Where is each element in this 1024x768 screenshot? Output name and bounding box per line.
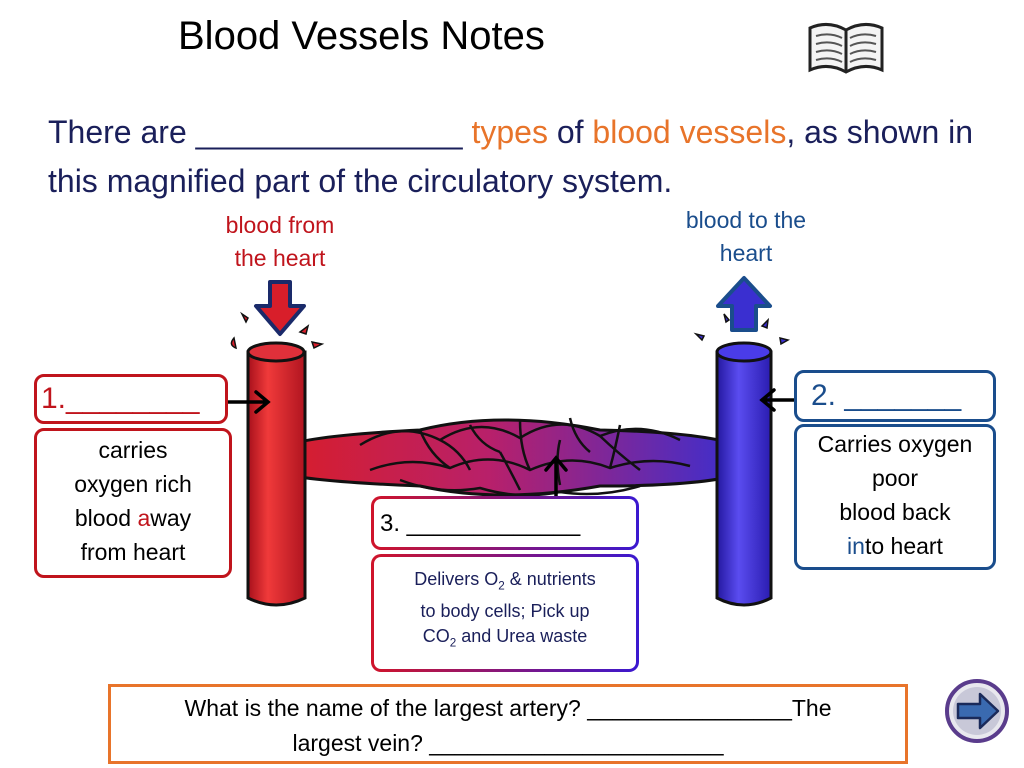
box3-number: 3. _____________	[371, 496, 639, 550]
pointer-arrows	[226, 388, 802, 498]
to-heart-line2: heart	[719, 240, 773, 266]
down-arrow-icon	[254, 280, 306, 336]
pointer-to-artery	[226, 390, 271, 414]
box3-line3a: CO	[422, 625, 450, 646]
box3-line1a: Delivers O	[414, 569, 499, 589]
capillary-bed	[280, 418, 744, 497]
box3-line1sub: 2	[498, 579, 505, 593]
next-arrow-icon[interactable]	[944, 678, 1010, 744]
box1-line3: blood away	[37, 501, 229, 535]
intro-part2: of	[547, 114, 593, 150]
box1-line3c: way	[150, 505, 192, 531]
intro-types: types	[471, 114, 548, 150]
intro-blood-vessels: blood vessels	[592, 114, 787, 150]
box3-line3sub: 2	[449, 636, 457, 650]
pointer-to-vein	[759, 388, 802, 412]
from-heart-line2: the heart	[234, 245, 326, 271]
box2-line2: poor	[871, 465, 919, 491]
intro-text: There are _______________ types of blood…	[48, 108, 988, 206]
box1-number-text: 1.________	[41, 382, 200, 415]
box2-line4a: in	[847, 533, 865, 559]
box3-line1b: & nutrients	[504, 569, 596, 589]
box3-line1: Delivers O2 & nutrients	[374, 567, 636, 599]
box1-line4: from heart	[80, 539, 186, 565]
box2-line1: Carries oxygen	[817, 431, 973, 457]
artery-vessel	[246, 350, 307, 607]
page-title: Blood Vessels Notes	[178, 14, 545, 58]
to-heart-line1: blood to the	[685, 207, 807, 233]
book-icon	[808, 23, 884, 74]
intro-part1: There are _______________	[48, 114, 472, 150]
question-box: What is the name of the largest artery? …	[108, 684, 908, 764]
pointer-to-capillary	[544, 455, 568, 498]
box3-line3: CO2 and Urea waste	[374, 624, 636, 656]
box2-description: Carries oxygen poor blood back into hear…	[794, 424, 996, 570]
box3-number-text: 3. _____________	[380, 510, 581, 537]
box3-description: Delivers O2 & nutrients to body cells; P…	[371, 554, 639, 672]
box3-line2: to body cells; Pick up	[420, 600, 590, 621]
question-line2: largest vein? _______________________	[292, 730, 724, 756]
box1-line2: oxygen rich	[74, 471, 192, 497]
vein-vessel	[715, 350, 773, 607]
box2-number-text: 2. _______	[811, 379, 962, 412]
box1-number: 1.________	[34, 374, 228, 424]
box2-number: 2. _______	[794, 370, 996, 422]
box1-line3b: a	[137, 505, 151, 531]
box1-line3a: blood	[74, 505, 138, 531]
box3-line3b: and Urea waste	[456, 625, 588, 646]
box2-line3: blood back	[839, 499, 951, 525]
from-heart-line1: blood from	[225, 212, 335, 238]
blood-from-heart-label: blood from the heart	[196, 209, 364, 275]
box2-line4: into heart	[797, 529, 993, 563]
box2-line4b: to heart	[864, 533, 943, 559]
intro-part3: , as shown in this magnified part of the…	[48, 114, 974, 199]
question-line1: What is the name of the largest artery? …	[184, 695, 832, 721]
capillary-network	[359, 417, 691, 497]
box1-line1: carries	[98, 437, 168, 463]
box1-description: carries oxygen rich blood away from hear…	[34, 428, 232, 578]
blood-to-heart-label: blood to the heart	[656, 204, 836, 270]
up-arrow-icon	[716, 276, 772, 332]
